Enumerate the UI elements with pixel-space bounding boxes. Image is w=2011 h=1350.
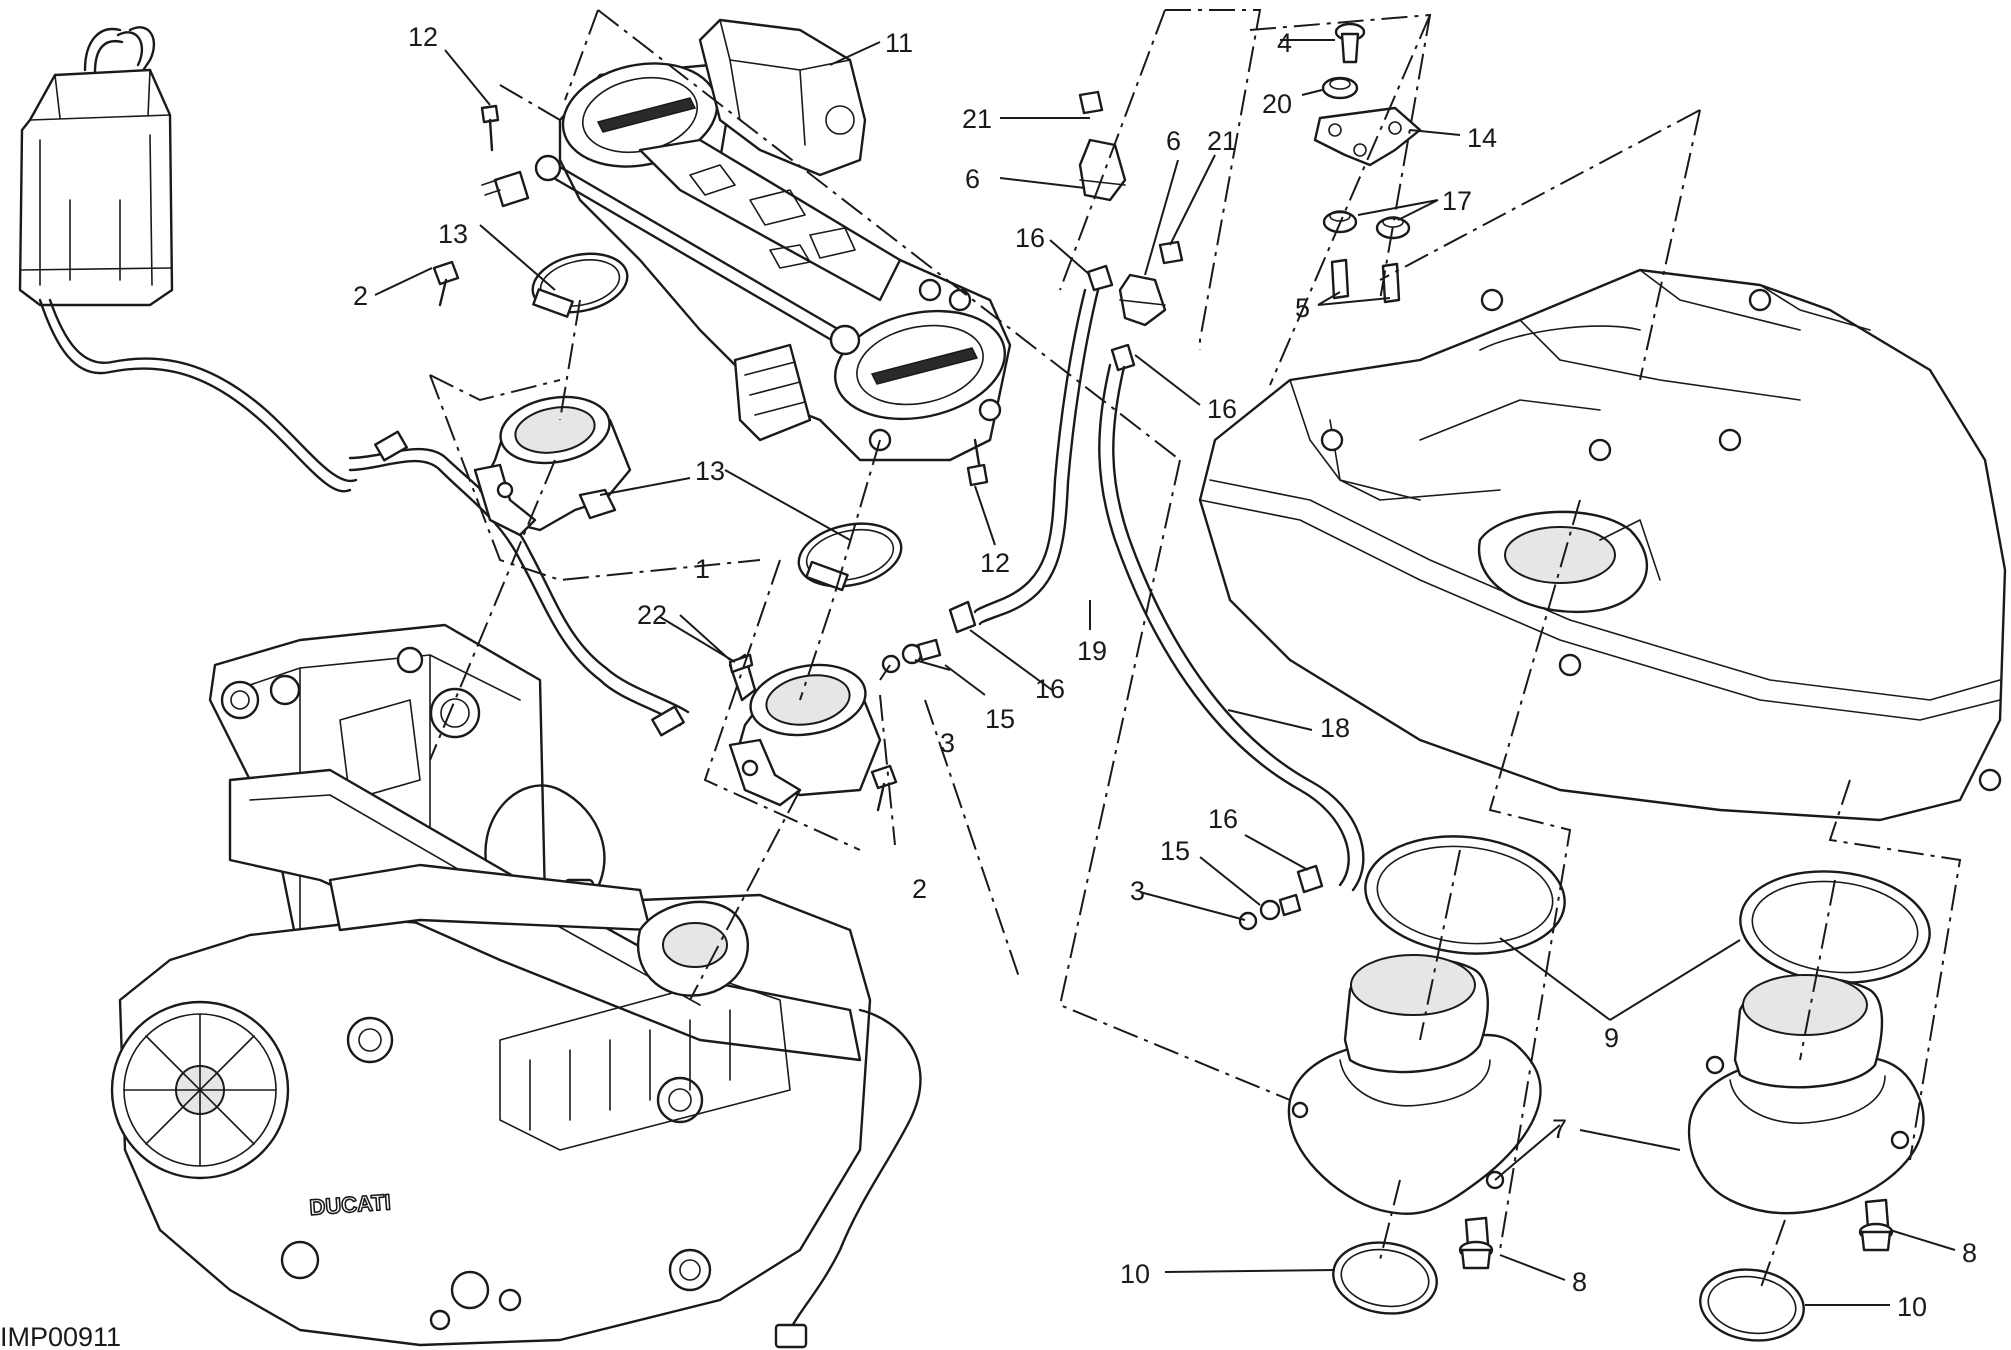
callout-3-upper: 3	[940, 728, 955, 758]
intake-duct-7-left	[1287, 954, 1542, 1215]
callout-3-lower: 3	[1130, 876, 1145, 906]
callout-6-left: 6	[965, 164, 980, 194]
callout-11: 11	[885, 28, 913, 58]
mounting-bracket-14	[1313, 106, 1422, 167]
callout-8-left: 8	[1572, 1267, 1587, 1297]
intake-duct-7-right	[1687, 974, 1925, 1215]
callout-22: 22	[637, 600, 667, 630]
screw-12-upper	[480, 104, 500, 152]
callout-17: 17	[1442, 186, 1472, 216]
callout-7: 7	[1552, 1114, 1567, 1144]
callout-14: 14	[1467, 123, 1497, 153]
callout-4: 4	[1277, 28, 1292, 58]
fitting-3-lower	[1238, 893, 1302, 931]
drawing-code: IMP00911	[0, 1322, 121, 1350]
callout-10-left: 10	[1120, 1259, 1150, 1289]
callout-13-lower: 13	[695, 456, 725, 486]
grommet-20	[1321, 76, 1359, 100]
intake-manifold-22	[728, 653, 882, 807]
callout-15-upper: 15	[985, 704, 1015, 734]
fitting-3-upper	[881, 638, 942, 674]
vacuum-hose-19	[973, 288, 1100, 626]
engine-assembly: DUCATI	[110, 623, 922, 1349]
callout-2-lower: 2	[912, 874, 927, 904]
hose-clip-16-upper	[948, 264, 1324, 894]
grommets-17	[1322, 210, 1411, 240]
callout-21-left: 21	[962, 104, 992, 134]
callout-12-upper: 12	[408, 22, 438, 52]
callout-8-right: 8	[1962, 1238, 1977, 1268]
callout-5: 5	[1295, 293, 1310, 323]
hose-clamp-upper	[531, 252, 629, 318]
callout-16-right: 16	[1207, 394, 1237, 424]
throttle-body-assembly	[481, 18, 1012, 462]
callout-6-right: 6	[1166, 126, 1181, 156]
screw-12-lower	[966, 438, 989, 487]
callout-labels: 12 11 13 2 13 1 22 12 3 15 16 19 2 21 6 …	[353, 22, 1977, 1322]
pressure-sensor-right	[1118, 240, 1184, 327]
callout-12-lower: 12	[980, 548, 1010, 578]
callout-9: 9	[1604, 1023, 1619, 1053]
vacuum-hose-18	[1098, 363, 1365, 892]
callout-15-lower: 15	[1160, 836, 1190, 866]
callout-2-upper: 2	[353, 281, 368, 311]
screw-2-lower	[870, 764, 898, 812]
screw-4	[1334, 22, 1366, 64]
intake-manifold-1	[473, 395, 632, 537]
callout-20: 20	[1262, 89, 1292, 119]
bolt-8-left	[1458, 1216, 1494, 1270]
callout-13-upper: 13	[438, 219, 468, 249]
callout-10-right: 10	[1897, 1292, 1927, 1322]
callout-1: 1	[695, 554, 710, 584]
pressure-sensor-left	[1078, 90, 1127, 202]
leader-lines	[374, 39, 1956, 1306]
bolt-8-right	[1858, 1198, 1894, 1252]
o-ring-10-left	[1332, 1241, 1438, 1315]
callout-16-left: 16	[1015, 223, 1045, 253]
hose-clamp-lower	[797, 522, 903, 592]
assembly-lines	[429, 9, 1962, 1291]
screws-5	[1330, 258, 1401, 304]
callout-21-right: 21	[1207, 126, 1237, 156]
callout-18: 18	[1320, 713, 1350, 743]
callout-16-lower: 16	[1208, 804, 1238, 834]
o-ring-10-right	[1699, 1268, 1805, 1342]
fuel-vapour-canister	[18, 26, 690, 737]
screw-2-upper	[432, 260, 460, 307]
gasket-9-left	[1364, 835, 1566, 955]
callout-19: 19	[1077, 636, 1107, 666]
callout-16-mid: 16	[1035, 674, 1065, 704]
